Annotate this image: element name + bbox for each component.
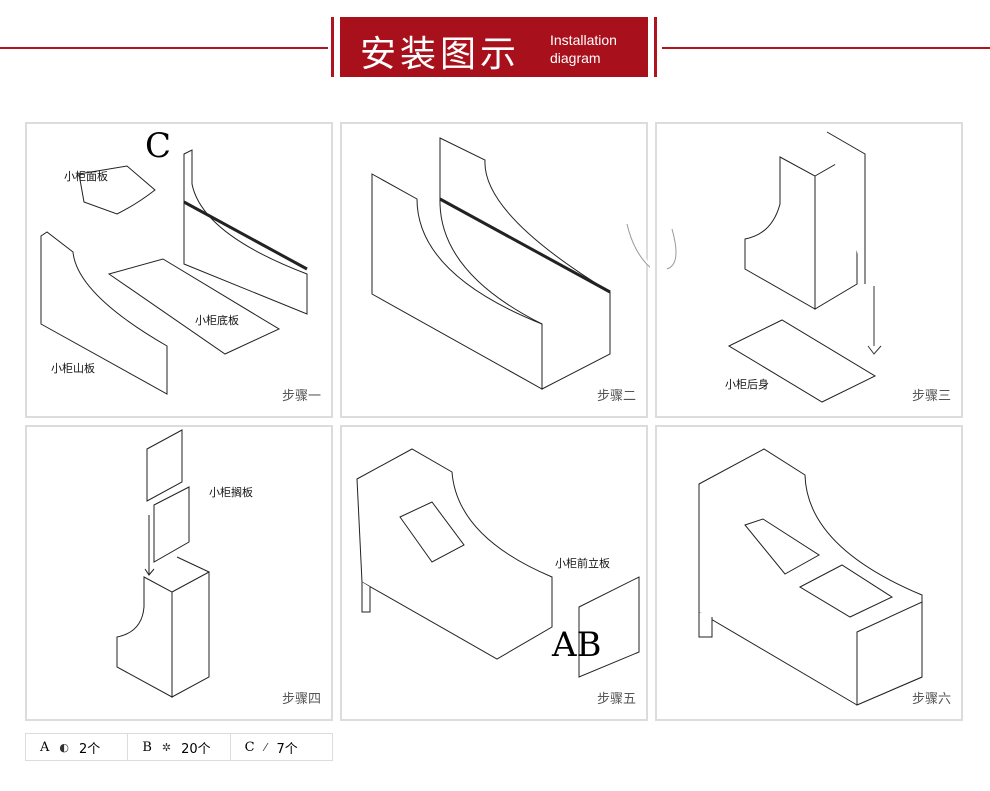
step2-illustration — [371, 137, 650, 390]
step-label: 步骤四 — [281, 692, 321, 707]
part-label: 小柜山板 — [51, 362, 95, 375]
step-label: 步骤一 — [281, 389, 321, 404]
step-panel-2: 步骤二 — [340, 122, 650, 418]
part-label: 小柜面板 — [64, 170, 108, 183]
part-label: 小柜底板 — [195, 314, 239, 327]
step-label: 步骤二 — [596, 389, 636, 404]
header-title-box: 安装图示 Installation diagram — [340, 17, 648, 77]
header-rule-right — [662, 47, 990, 49]
step-panel-4: 小柜搁板 步骤四 — [25, 425, 333, 721]
hardware-item-a: A ◐ 2个 — [26, 734, 129, 760]
step-label: 步骤六 — [911, 692, 951, 707]
step-label: 步骤三 — [911, 389, 951, 404]
marker-ab: AB — [552, 625, 602, 665]
hardware-count: 2个 — [79, 741, 101, 757]
header-rule-left — [0, 47, 328, 49]
step-panel-3: 小柜后身 步骤三 — [655, 122, 963, 418]
hardware-key: B — [142, 739, 152, 755]
step-panel-5: AB 小柜前立板 步骤五 — [340, 425, 648, 721]
part-label: 小柜前立板 — [555, 557, 610, 570]
step3-illustration — [666, 131, 882, 403]
header-bar-right — [654, 17, 657, 77]
step6-illustration — [698, 448, 923, 706]
cam-lock-icon: ◐ — [59, 740, 69, 754]
step-panel-1: C 小柜面板 小柜底板 小柜山板 步骤一 — [25, 122, 333, 418]
title-en: Installation diagram — [550, 31, 617, 67]
hardware-key: A — [40, 739, 50, 755]
hardware-key: C — [244, 739, 255, 755]
step-label: 步骤五 — [596, 692, 636, 707]
hardware-legend: A ◐ 2个 B ✲ 20个 C ⁄ 7个 — [25, 733, 333, 761]
part-label: 小柜搁板 — [209, 486, 253, 499]
title-cn: 安装图示 — [360, 34, 521, 75]
dowel-icon: ⁄ — [264, 740, 267, 754]
hardware-item-b: B ✲ 20个 — [128, 734, 231, 760]
step-panel-6: 步骤六 — [655, 425, 963, 721]
title-en-line2: diagram — [550, 50, 601, 66]
title-en-line1: Installation — [550, 32, 617, 48]
cam-nut-icon: ✲ — [161, 740, 172, 754]
step1-illustration — [40, 149, 308, 395]
marker-c: C — [145, 126, 172, 166]
hardware-count: 20个 — [181, 741, 211, 757]
part-label: 小柜后身 — [725, 378, 769, 391]
header-bar-left — [331, 17, 334, 77]
hardware-count: 7个 — [276, 741, 298, 757]
step4-illustration — [116, 429, 210, 698]
hardware-item-c: C ⁄ 7个 — [231, 734, 332, 760]
step5-illustration — [356, 448, 640, 678]
